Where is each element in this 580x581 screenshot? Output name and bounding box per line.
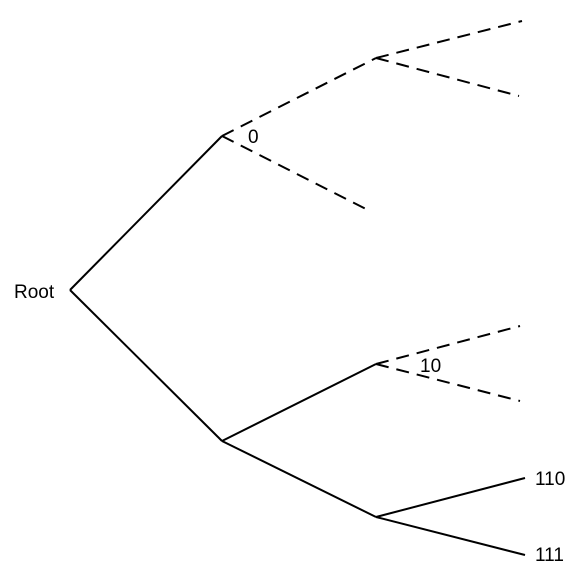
root-label: Root xyxy=(14,282,55,303)
edge-10-to-100 xyxy=(375,325,521,365)
edge-1-to-11 xyxy=(221,440,377,518)
edge-1-to-10 xyxy=(221,363,377,442)
edge-root-to-1 xyxy=(69,289,223,442)
node-10-label: 10 xyxy=(420,356,442,377)
edge-00-to-001 xyxy=(375,57,520,97)
edge-00-to-000 xyxy=(375,20,523,59)
edge-10-to-101 xyxy=(375,363,521,402)
node-111-label: 111 xyxy=(535,545,564,566)
edge-root-to-0 xyxy=(69,135,223,291)
edge-0-to-00 xyxy=(221,57,377,137)
edge-0-to-01 xyxy=(221,135,367,210)
node-0-label: 0 xyxy=(248,127,259,148)
edge-11-to-111 xyxy=(375,516,526,556)
node-110-label: 110 xyxy=(535,469,566,490)
edge-11-to-110 xyxy=(375,477,526,518)
